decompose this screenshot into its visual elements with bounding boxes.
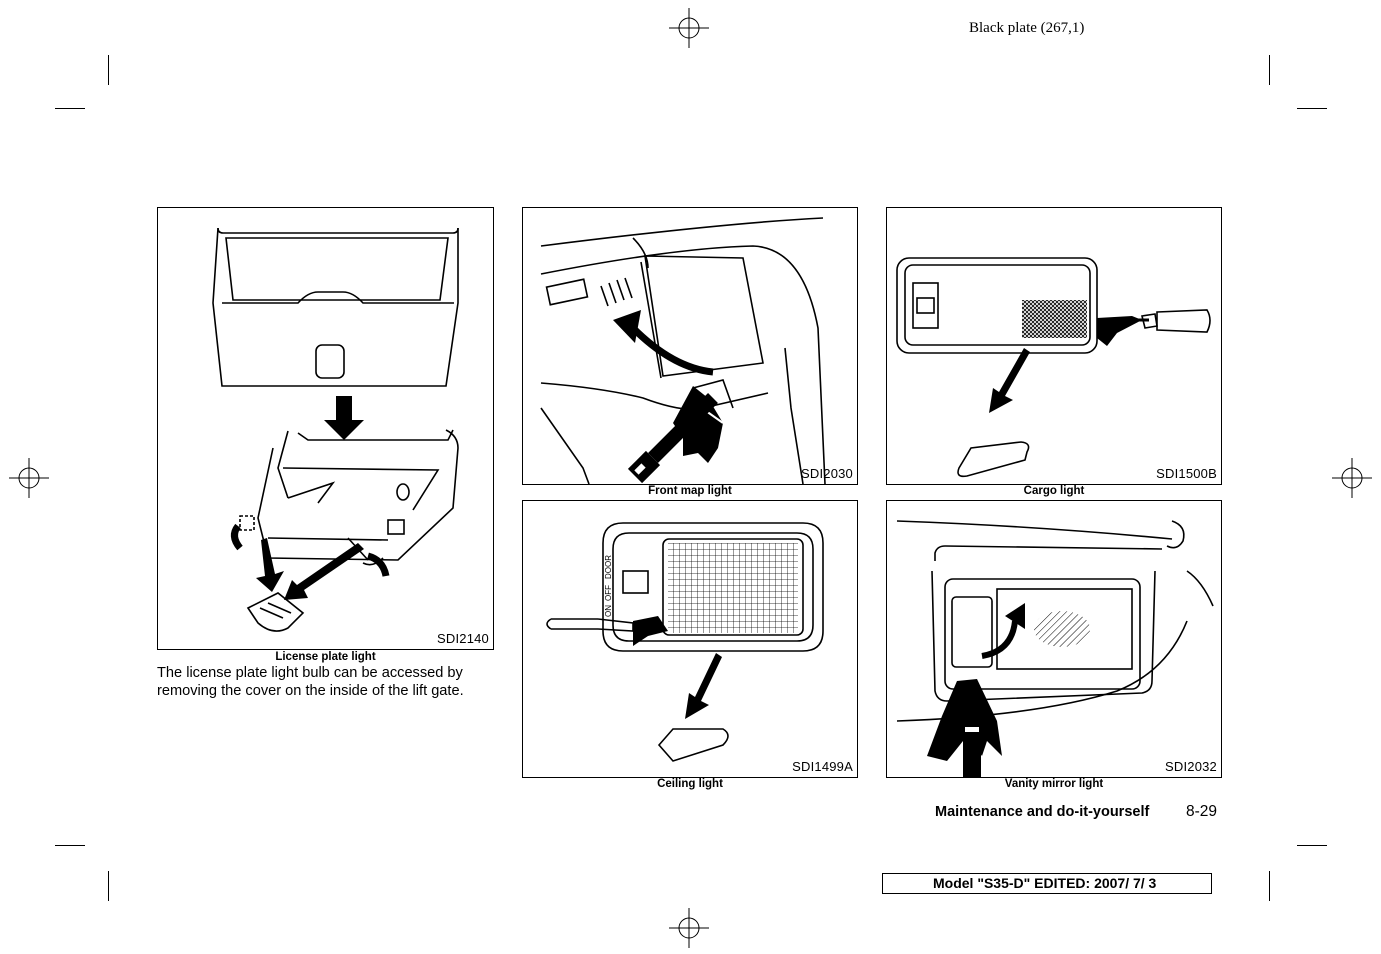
model-edit-box: Model "S35-D" EDITED: 2007/ 7/ 3 bbox=[882, 873, 1212, 894]
crop-mark bbox=[108, 55, 109, 85]
figure-caption: Ceiling light bbox=[657, 778, 723, 790]
front-map-light-illustration bbox=[540, 217, 826, 484]
figure-code: SDI1499A bbox=[792, 759, 853, 774]
registration-mark-icon bbox=[9, 458, 49, 498]
figure-front-map-light: SDI2030 bbox=[522, 207, 858, 485]
figure-cargo-light: SDI1500B bbox=[886, 207, 1222, 485]
crop-mark bbox=[55, 108, 85, 109]
crop-mark bbox=[108, 871, 109, 901]
figure-license-plate-light: SDI2140 bbox=[157, 207, 494, 650]
figure-ceiling-light: DOOR OFF ON SDI1499A bbox=[522, 500, 858, 778]
figure-code: SDI2140 bbox=[437, 631, 489, 646]
figure-caption: Vanity mirror light bbox=[1004, 778, 1104, 790]
crop-mark bbox=[1297, 845, 1327, 846]
crop-mark bbox=[1269, 55, 1270, 85]
figure-caption: Front map light bbox=[648, 485, 732, 497]
switch-label-on: ON bbox=[604, 605, 613, 617]
cargo-light-illustration bbox=[896, 257, 1211, 478]
switch-label-door: DOOR bbox=[604, 555, 613, 579]
body-paragraph: The license plate light bulb can be acce… bbox=[157, 665, 464, 699]
ceiling-light-illustration: DOOR OFF ON bbox=[546, 522, 824, 762]
registration-mark-icon bbox=[1332, 458, 1372, 498]
crop-mark bbox=[1297, 108, 1327, 109]
switch-label-off: OFF bbox=[604, 585, 613, 601]
figure-code: SDI1500B bbox=[1156, 466, 1217, 481]
crop-mark bbox=[55, 845, 85, 846]
registration-mark-icon bbox=[669, 908, 709, 948]
license-plate-light-illustration bbox=[212, 227, 459, 632]
vanity-mirror-light-illustration bbox=[896, 520, 1214, 777]
figure-caption: Cargo light bbox=[1023, 485, 1085, 497]
page-number: 8-29 bbox=[1186, 803, 1218, 820]
registration-mark-icon bbox=[669, 8, 709, 48]
section-title: Maintenance and do-it-yourself bbox=[935, 804, 1150, 820]
plate-label: Black plate (267,1) bbox=[969, 20, 1085, 36]
crop-mark bbox=[1269, 871, 1270, 901]
figure-caption: License plate light bbox=[275, 651, 376, 663]
figure-code: SDI2032 bbox=[1165, 759, 1217, 774]
figure-code: SDI2030 bbox=[801, 466, 853, 481]
figure-vanity-mirror-light: SDI2032 bbox=[886, 500, 1222, 778]
